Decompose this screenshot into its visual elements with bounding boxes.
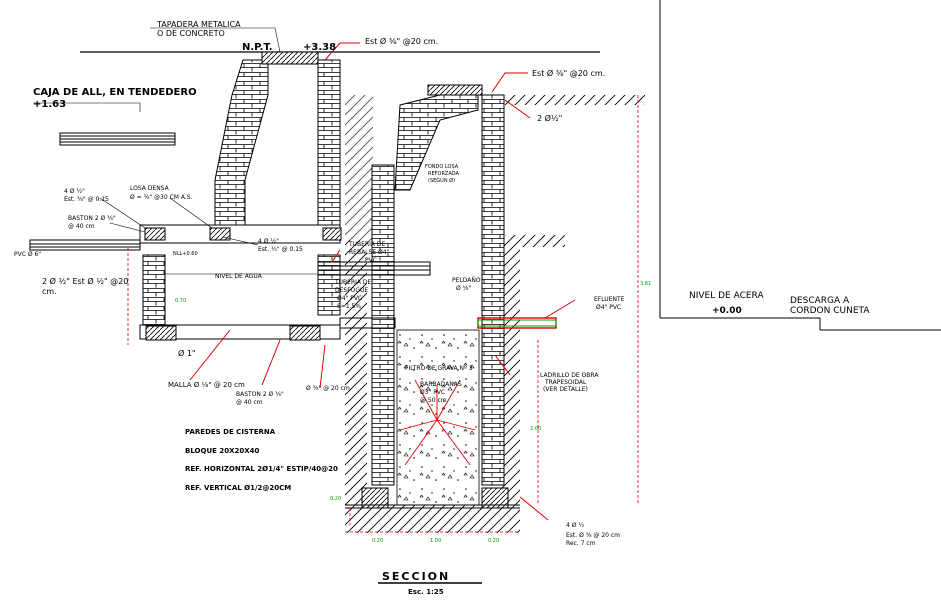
label-baston-1: BASTON 2 Ø ⅜"	[68, 215, 116, 222]
ground-soil	[345, 95, 645, 533]
label-baston-1b: @ 40 cm	[68, 223, 95, 230]
pipes	[29, 132, 431, 329]
label-bars-left-1: 2 Ø ½" Est Ø ½" @20	[42, 276, 128, 286]
label-bottom-rebar-2: Est. Ø ⅜ @ 20 cm	[566, 532, 620, 539]
label-caja-title: CAJA DE ALL, EN TENDEDERO	[33, 87, 197, 98]
label-bars-left-2: cm.	[42, 287, 57, 296]
label-tuberia-reb-1: TUBERIA DE	[348, 241, 386, 248]
label-ladrillo-2: TRAPESOIDAL	[544, 379, 587, 386]
label-rebar-mid-1: 4 Ø ½"	[258, 238, 279, 245]
dim-left: 0.70	[175, 298, 186, 304]
label-ladrillo-3: (VER DETALLE)	[543, 386, 588, 393]
label-tuberia-des-4: S=1.5%	[337, 303, 361, 310]
annotations: TAPADERA METALICA O DE CONCRETO N.P.T. +…	[14, 20, 870, 547]
label-barbadanas-2: Ø3" PVC	[420, 389, 445, 396]
label-filtro: FILTRO DE GRAVA Nº 3	[405, 365, 473, 372]
label-peldanos-1: PELDAÑO	[452, 277, 481, 284]
label-descarga-2: CORDON CUNETA	[790, 306, 870, 316]
label-peldanos-2: Ø ⅝"	[456, 285, 471, 292]
section-scale: Esc. 1:25	[408, 588, 444, 596]
label-paredes-title: PAREDES DE CISTERNA	[185, 428, 276, 436]
title-block: SECCION Esc. 1:25	[378, 570, 482, 596]
leader-lines	[33, 27, 281, 246]
label-rebar-est: Est. ⅜" @ 0.15	[64, 196, 109, 203]
label-barbadanas-3: @ 50 cm.	[420, 397, 449, 404]
label-efluente-2: Ø4" PVC	[596, 304, 621, 311]
label-ladrillo-1: LADRILLO DE OBRA	[540, 372, 599, 379]
label-efluente-1: EFLUENTE	[594, 296, 625, 303]
label-tapadera-1: TAPADERA METALICA	[156, 20, 241, 29]
label-barbadanas-1: BARBADANAS	[420, 381, 462, 388]
dim-bottom-1: 0.20	[372, 538, 383, 544]
section-title: SECCION	[382, 570, 450, 583]
label-malla: MALLA Ø ⅛" @ 20 cm	[168, 381, 245, 389]
dim-right-tall: 3.81	[640, 281, 651, 287]
brick-walls	[142, 59, 505, 486]
label-tuberia-reb-3: PVC	[365, 257, 377, 264]
label-tuberia-des-1: TUBERIA DE	[334, 279, 372, 286]
label-two-bars: 2 Ø½"	[537, 113, 562, 123]
label-npt-level: +3.38	[303, 42, 336, 53]
label-bars-bottom: Ø ⅜" @ 20 cm	[306, 385, 350, 392]
label-nivel-agua: NIVEL DE AGUA	[215, 273, 263, 280]
label-tuberia-reb-2: REBALSE Ø4"	[349, 249, 390, 256]
label-tapadera-2: O DE CONCRETO	[157, 29, 225, 38]
label-tuberia-des-3: Ø4" PVC	[337, 295, 362, 302]
label-phi-one: Ø 1"	[178, 348, 196, 358]
label-nivel-acera: NIVEL DE ACERA	[689, 291, 764, 301]
label-paredes-2: REF. HORIZONTAL 2Ø1/4" ESTIP/40@20	[185, 465, 338, 473]
dim-bottom-2: 1.00	[430, 538, 441, 544]
label-nivel-acera-val: +0.00	[712, 306, 742, 316]
label-rebar-4: 4 Ø ½"	[64, 188, 85, 195]
label-losa-densa-2: Ø = ⅜" @30 CM A.S.	[130, 194, 193, 201]
label-est-top-right: Est Ø ⅜" @20 cm.	[532, 68, 605, 78]
label-bottom-rebar-1: 4 Ø ½	[566, 522, 584, 529]
label-rebar-mid-2: Est. ¼" @ 0.15	[258, 246, 303, 253]
label-tuberia-des-2: DESFOGUE	[335, 287, 368, 294]
label-paredes-3: REF. VERTICAL Ø1/2@20CM	[185, 484, 291, 492]
effluent-pipe	[477, 317, 557, 329]
barbacana-radial	[399, 379, 476, 466]
label-caja-level: +1.63	[33, 99, 66, 110]
label-losa-densa-1: LOSA DENSA	[130, 185, 170, 192]
red-callouts	[189, 42, 576, 521]
label-est-top-left: Est Ø ⅜" @20 cm.	[365, 36, 438, 46]
slabs	[139, 51, 520, 509]
label-baston-2: BASTON 2 Ø ⅜"	[236, 391, 284, 398]
label-bottom-rebar-3: Rec. 7 cm	[566, 540, 596, 547]
dim-side: 0.20	[330, 496, 341, 502]
dim-right-low: 2.00	[530, 426, 541, 432]
label-fondo-2: REFORZADA	[428, 171, 460, 177]
right-frame	[659, 0, 941, 331]
dim-bottom-3: 0.20	[488, 538, 499, 544]
label-pvc-left: PVC Ø 6"	[14, 251, 41, 258]
label-baston-2b: @ 40 cm	[236, 399, 263, 406]
label-descarga-1: DESCARGA A	[790, 296, 850, 306]
label-paredes-1: BLOQUE 20X20X40	[185, 447, 259, 455]
label-fondo-3: (SEGUN Ø)	[428, 177, 455, 184]
label-losa-nivel: NLL+0.60	[173, 251, 198, 257]
label-fondo-1: FONDO LOSA	[425, 164, 459, 170]
dimensions	[127, 95, 639, 533]
label-npt: N.P.T.	[242, 42, 273, 53]
